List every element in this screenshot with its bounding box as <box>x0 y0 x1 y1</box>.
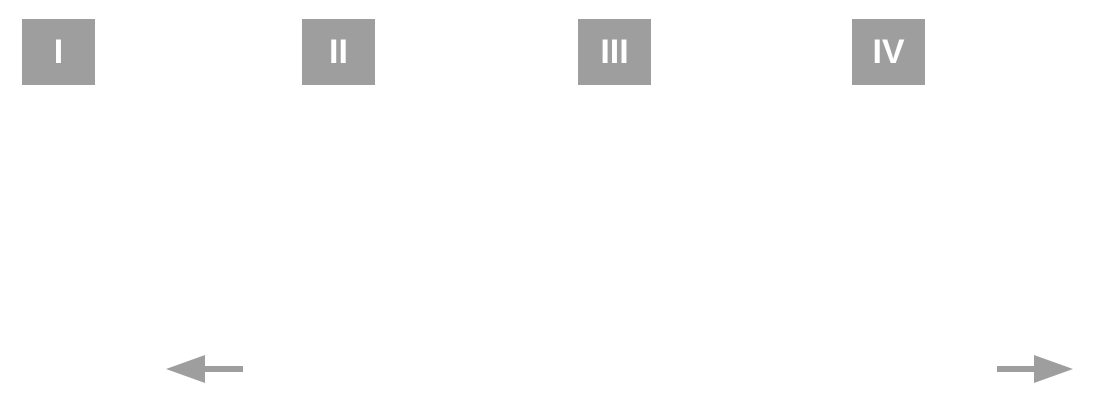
tile-2[interactable]: II <box>302 19 375 85</box>
tile-1[interactable]: I <box>22 19 95 85</box>
arrow-left-icon[interactable] <box>164 352 244 386</box>
tile-label: I <box>53 32 64 71</box>
tile-label: III <box>600 32 629 71</box>
tile-4[interactable]: IV <box>852 19 925 85</box>
tile-3[interactable]: III <box>578 19 651 85</box>
arrow-right-icon[interactable] <box>995 352 1075 386</box>
tile-label: II <box>329 32 348 71</box>
tile-label: IV <box>872 32 905 71</box>
